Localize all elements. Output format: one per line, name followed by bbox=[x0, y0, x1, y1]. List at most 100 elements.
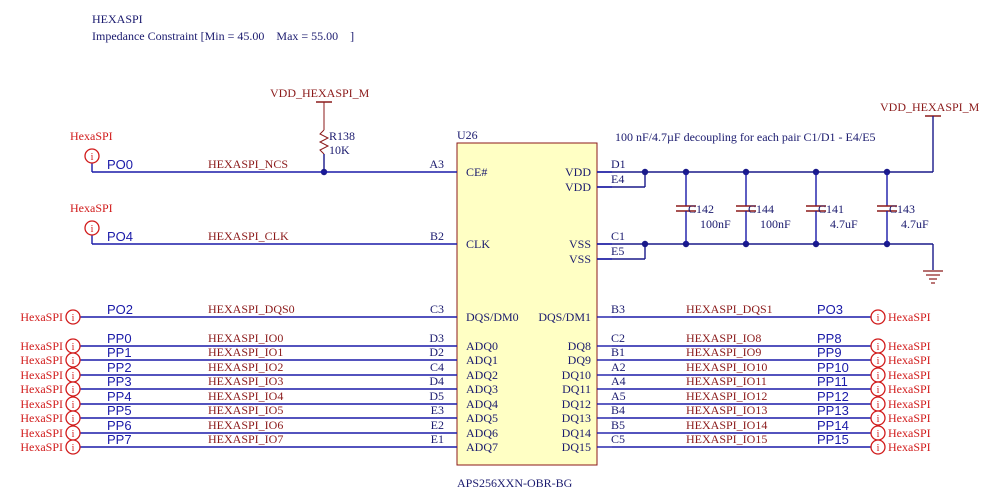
resistor-symbol[interactable] bbox=[318, 129, 330, 155]
port-circle bbox=[870, 410, 886, 426]
net-name: HEXASPI_IO9 bbox=[686, 345, 761, 359]
pin-name: CLK bbox=[466, 237, 490, 251]
chip-part-number: APS256XXN-OBR-BG bbox=[457, 476, 573, 490]
pin-name: DQ8 bbox=[568, 339, 591, 353]
pin-name: DQ9 bbox=[568, 353, 591, 367]
net-name: HEXASPI_IO10 bbox=[686, 360, 767, 374]
pin-name: DQ10 bbox=[562, 368, 591, 382]
pin-name: ADQ5 bbox=[466, 411, 498, 425]
pin-name: ADQ6 bbox=[466, 426, 498, 440]
pin-name: DQ14 bbox=[562, 426, 591, 440]
mcu-pin-label: PP12 bbox=[817, 389, 849, 404]
pin-name: VSS bbox=[569, 237, 591, 251]
chip-body[interactable] bbox=[456, 142, 598, 466]
port-glyph: i bbox=[877, 371, 880, 382]
mcu-pin-label: PP6 bbox=[107, 418, 132, 433]
port-label: HexaSPI bbox=[888, 440, 931, 454]
pin-name: DQS/DM0 bbox=[466, 310, 519, 324]
port-glyph: i bbox=[72, 356, 75, 367]
mcu-pin-label: PP13 bbox=[817, 403, 849, 418]
net-name: HEXASPI_NCS bbox=[208, 157, 288, 171]
port-glyph: i bbox=[72, 371, 75, 382]
port-circle bbox=[870, 352, 886, 368]
port-label: HexaSPI bbox=[888, 382, 931, 396]
port-label: HexaSPI bbox=[70, 201, 113, 215]
port-glyph: i bbox=[877, 429, 880, 440]
cap-value: 100nF bbox=[700, 217, 731, 231]
mcu-pin-label: PP8 bbox=[817, 331, 842, 346]
net-name: HEXASPI_IO4 bbox=[208, 389, 283, 403]
net-name: HEXASPI_IO7 bbox=[208, 432, 283, 446]
pin-number: E2 bbox=[431, 418, 444, 432]
mcu-pin-label: PP15 bbox=[817, 432, 849, 447]
